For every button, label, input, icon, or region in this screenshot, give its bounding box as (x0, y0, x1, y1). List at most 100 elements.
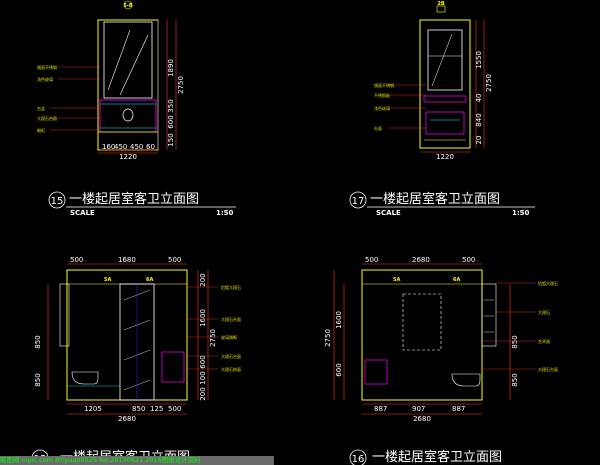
vanity-cabinet (161, 351, 185, 383)
left-dim-total: 2750 (324, 329, 332, 347)
height-dim: 840 (475, 113, 483, 126)
artwork-frame (402, 293, 442, 351)
bottom-dim: 500 (168, 405, 181, 413)
section-tag: 5A (104, 277, 111, 283)
right-dim: 1600 (199, 309, 207, 327)
drawing-title: 一楼起居室客卫立面图 (370, 191, 500, 207)
top-dim: 500 (462, 256, 475, 264)
bottom-dim: 1205 (84, 405, 102, 413)
mirror-frame (103, 21, 153, 99)
top-dim: 500 (70, 256, 83, 264)
left-dim: 1600 (335, 311, 343, 329)
note: 大理石饰面 (221, 366, 241, 372)
drawing-number: 15 (51, 196, 64, 207)
counter-top (423, 95, 467, 103)
elevation-bottom-right: 5A 6A 500 2680 500 2750 1600 600 850 850… (324, 256, 558, 423)
width-dim: 450 (114, 143, 127, 151)
material-notes: 铝镀大理石 大理石台面 玻璃隔断 大理石台面 大理石饰面 (187, 284, 241, 372)
elevation-top-left: 5-B 1890 2750 350 600 150 160 450 450 60… (37, 0, 185, 161)
material-notes: 铝镀大理石 大理石 艺术画 大理石台面 (482, 280, 558, 372)
right-dim: 850 (511, 373, 519, 386)
top-dim: 1680 (118, 256, 136, 264)
total-width-dim: 2680 (118, 415, 136, 423)
height-dim: 1550 (475, 51, 483, 69)
note: 台盆 (37, 105, 45, 111)
drawing-number: 16 (352, 454, 365, 465)
drawing-title: 一楼起居室客卫立面图 (372, 449, 502, 465)
note: 大理石台面 (221, 316, 241, 322)
title-block-17: 17 一楼起居室客卫立面图 SCALE 1:50 (349, 191, 535, 217)
note: 橱柜 (37, 127, 45, 133)
bottom-dim: 887 (452, 405, 465, 413)
scale-value: 1:50 (512, 209, 530, 217)
height-dim: 150 (167, 133, 175, 146)
drawing-number: 17 (352, 196, 365, 207)
vanity-cabinet (99, 99, 157, 133)
material-notes: 镜面不锈钢 浅色玻璃 台盆 大理石台面 橱柜 (37, 64, 100, 133)
bottom-dim: 850 (132, 405, 145, 413)
top-dim: 2680 (412, 256, 430, 264)
mirror-frame (427, 29, 463, 91)
note: 镜面不锈钢 (374, 82, 394, 88)
note: 不锈钢板 (374, 92, 390, 98)
sink (122, 108, 134, 122)
elevation-outline (361, 269, 483, 401)
scale-label: SCALE (70, 209, 95, 217)
note: 浅色玻璃 (374, 105, 390, 111)
shelf (481, 283, 497, 347)
height-dim: 40 (475, 94, 483, 103)
elevation-outline (66, 269, 188, 401)
height-dim: 350 (167, 99, 175, 112)
right-dim: 200 (199, 387, 207, 400)
elevation-bottom-left: 5A 6A 500 1680 500 850 850 200 1600 600 … (34, 256, 241, 423)
title-block-16: 16 一楼起居室客卫立面图 (349, 449, 502, 465)
section-tag: 6A (146, 277, 153, 283)
section-tag: 2B (437, 1, 444, 7)
note: 镜面不锈钢 (37, 64, 57, 70)
toilet (451, 373, 481, 387)
elevation-outline (97, 19, 159, 151)
watermark-bar: 昵图网 nipic.com BY:yuan0525 No:20130621 20… (0, 456, 274, 465)
drawing-title: 一楼起居室客卫立面图 (69, 191, 199, 207)
toilet (71, 371, 99, 385)
note: 铝镀大理石 (538, 280, 558, 286)
width-dim: 450 (130, 143, 143, 151)
bottom-dim: 125 (150, 405, 163, 413)
left-dim: 600 (335, 363, 343, 376)
elevation-top-right: 2B 1550 2750 40 840 20 1220 镜面不锈钢 不锈钢板 浅… (374, 1, 493, 161)
right-dim: 100 (199, 371, 207, 384)
note: 艺术画 (538, 338, 550, 344)
right-dim: 600 (199, 355, 207, 368)
height-dim-total: 2750 (485, 74, 493, 92)
height-dim: 600 (167, 115, 175, 128)
note: 大理石台面 (221, 353, 241, 359)
drawing-number-circle (48, 191, 66, 209)
note: 铝镀大理石 (221, 284, 241, 290)
height-dim: 20 (475, 136, 483, 145)
material-notes: 镜面不锈钢 不锈钢板 浅色玻璃 台面 (374, 82, 426, 131)
total-width-dim: 1220 (119, 153, 137, 161)
height-dim: 1890 (167, 59, 175, 77)
left-dim: 850 (34, 373, 42, 386)
scale-label: SCALE (376, 209, 401, 217)
bottom-dim: 887 (374, 405, 387, 413)
right-dim: 850 (511, 335, 519, 348)
note: 大理石台面 (37, 115, 57, 121)
section-tag: 5-B (123, 3, 133, 9)
note: 台面 (374, 125, 382, 131)
top-dim: 500 (168, 256, 181, 264)
drawing-number-circle (349, 191, 367, 209)
top-dim: 500 (365, 256, 378, 264)
width-dim: 160 (102, 143, 115, 151)
note: 大理石 (538, 309, 550, 315)
scale-value: 1:50 (216, 209, 234, 217)
section-tag: 5A (393, 277, 400, 283)
right-dim: 200 (199, 273, 207, 286)
title-block-15: 15 一楼起居室客卫立面图 SCALE 1:50 (48, 191, 236, 217)
drawing-number-circle (349, 449, 367, 465)
note: 玻璃隔断 (221, 334, 237, 340)
elevation-outline (419, 19, 471, 149)
shelf (59, 283, 70, 347)
total-width-dim: 1220 (436, 153, 454, 161)
